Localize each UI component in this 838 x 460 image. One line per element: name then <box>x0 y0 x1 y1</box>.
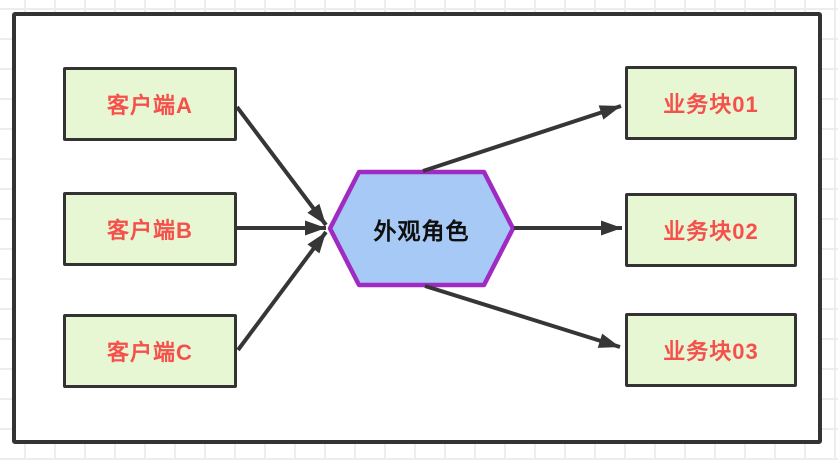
node-client-c-label: 客户端C <box>107 340 193 365</box>
node-module-01-label: 业务块01 <box>663 92 759 117</box>
node-client-a-label: 客户端A <box>107 93 193 118</box>
node-client-c: 客户端C <box>63 314 237 388</box>
node-facade: 外观角色 <box>330 172 513 285</box>
node-module-02: 业务块02 <box>625 193 797 267</box>
node-module-03-label: 业务块03 <box>663 339 759 364</box>
node-module-02-label: 业务块02 <box>663 219 759 244</box>
node-facade-label: 外观角色 <box>373 217 470 244</box>
node-client-a: 客户端A <box>63 67 237 141</box>
node-client-b-label: 客户端B <box>107 218 193 243</box>
node-client-b: 客户端B <box>63 192 237 266</box>
node-module-03: 业务块03 <box>625 313 797 387</box>
node-module-01: 业务块01 <box>625 66 797 140</box>
